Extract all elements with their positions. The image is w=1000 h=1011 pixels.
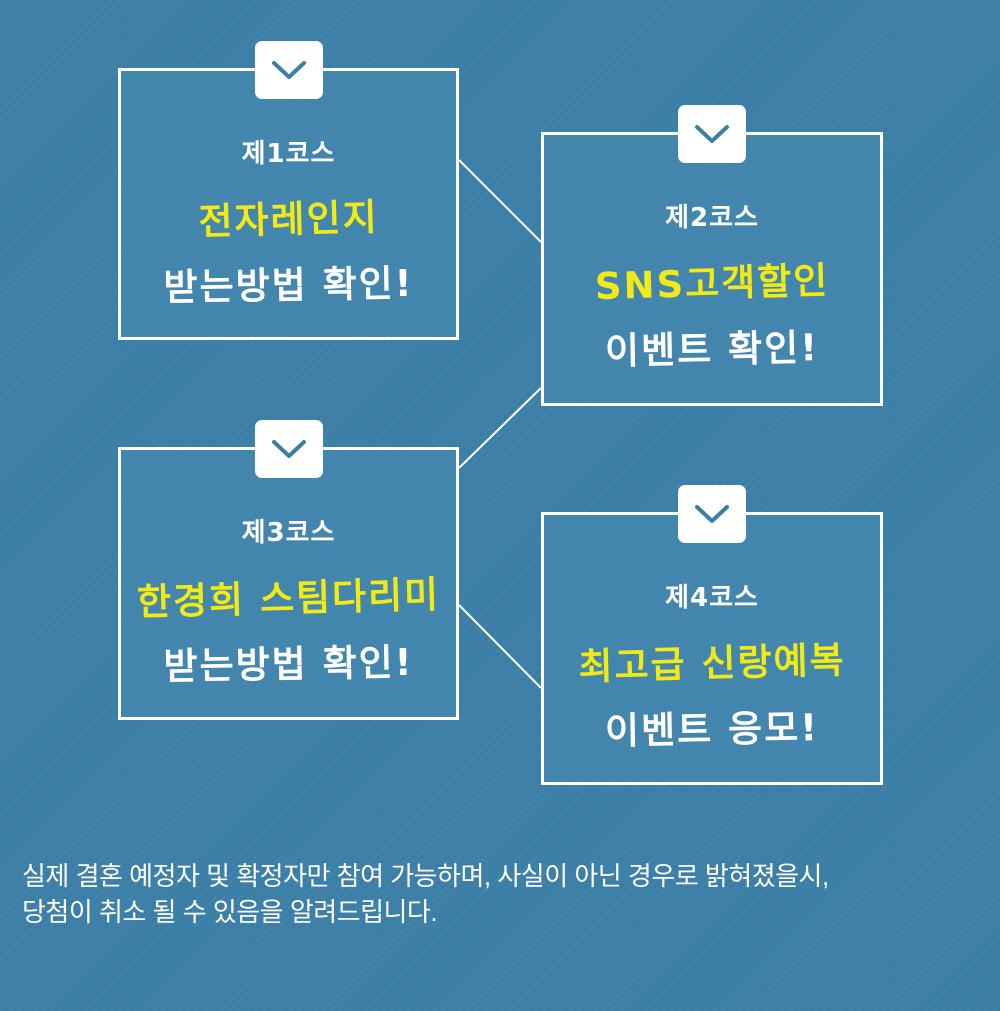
course-highlight: 한경희 스팀다리미 <box>136 573 441 624</box>
course-card-4: 제4코스 최고급 신랑예복 이벤트 응모! <box>541 485 883 785</box>
course-sub: 받는방법 확인! <box>163 640 414 689</box>
notice-line-1: 실제 결혼 예정자 및 확정자만 참여 가능하며, 사실이 아닌 경우로 밝혀졌… <box>22 861 829 891</box>
course-label: 제2코스 <box>665 203 759 233</box>
course-card-2: 제2코스 SNS고객할인 이벤트 확인! <box>541 105 883 406</box>
course-card-1: 제1코스 전자레인지 받는방법 확인! <box>118 41 459 340</box>
check-icon <box>254 41 323 99</box>
check-icon <box>254 420 323 478</box>
course-sub: 이벤트 응모! <box>604 706 820 753</box>
check-icon <box>678 485 746 543</box>
course-highlight: SNS고객할인 <box>594 258 830 309</box>
check-icon <box>678 105 746 163</box>
course-sub: 받는방법 확인! <box>163 261 414 310</box>
notice-text: 실제 결혼 예정자 및 확정자만 참여 가능하며, 사실이 아닌 경우로 밝혀졌… <box>22 858 992 930</box>
connector-2-3 <box>458 387 542 469</box>
course-label: 제3코스 <box>241 518 336 548</box>
course-sub: 이벤트 확인! <box>604 326 820 373</box>
connector-3-4 <box>458 604 542 689</box>
notice-line-2: 당첨이 취소 될 수 있음을 알려드립니다. <box>22 897 438 927</box>
course-label: 제1코스 <box>241 139 336 169</box>
course-label: 제4코스 <box>665 583 759 613</box>
connector-1-2 <box>458 159 542 243</box>
course-highlight: 전자레인지 <box>197 195 380 244</box>
course-card-3: 제3코스 한경희 스팀다리미 받는방법 확인! <box>118 420 459 720</box>
course-highlight: 최고급 신랑예복 <box>577 638 847 689</box>
